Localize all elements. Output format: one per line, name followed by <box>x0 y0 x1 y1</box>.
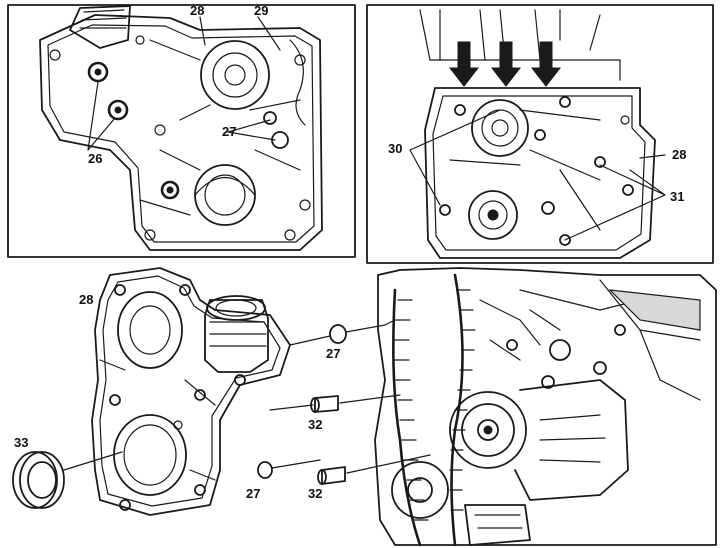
exploded-view <box>12 267 717 547</box>
inset-top-left-frame <box>7 4 356 258</box>
down-arrow-icon <box>448 41 562 87</box>
inset-top-right <box>366 4 714 264</box>
dowel-pin-upper <box>310 395 339 413</box>
pulley <box>449 391 527 469</box>
callout-27-low: 27 <box>246 486 261 501</box>
dowel-pin-lower <box>317 466 346 485</box>
inset-top-right-frame <box>366 4 714 264</box>
timing-cover-outline <box>91 267 291 516</box>
callout-29: 29 <box>254 3 269 18</box>
callout-31: 31 <box>670 189 685 204</box>
callout-28-cover: 28 <box>79 292 94 307</box>
inset-top-left <box>7 4 356 258</box>
callout-26: 26 <box>88 151 103 166</box>
inset-right-cover-outline <box>424 87 656 259</box>
callout-32-low: 32 <box>308 486 323 501</box>
callout-28-top-left: 28 <box>190 3 205 18</box>
engine-front-outline <box>374 267 717 546</box>
inset-left-cover-outline <box>39 14 323 251</box>
callout-33: 33 <box>14 435 29 450</box>
callout-30: 30 <box>388 141 403 156</box>
o-ring-upper <box>329 324 347 344</box>
callout-32-mid: 32 <box>308 417 323 432</box>
callout-28-top-right: 28 <box>672 147 687 162</box>
callout-27-mid: 27 <box>326 346 341 361</box>
timing-chain <box>392 288 422 547</box>
crankshaft-seal <box>12 451 123 509</box>
o-ring-lower <box>257 461 273 479</box>
callout-27-top: 27 <box>222 124 237 139</box>
